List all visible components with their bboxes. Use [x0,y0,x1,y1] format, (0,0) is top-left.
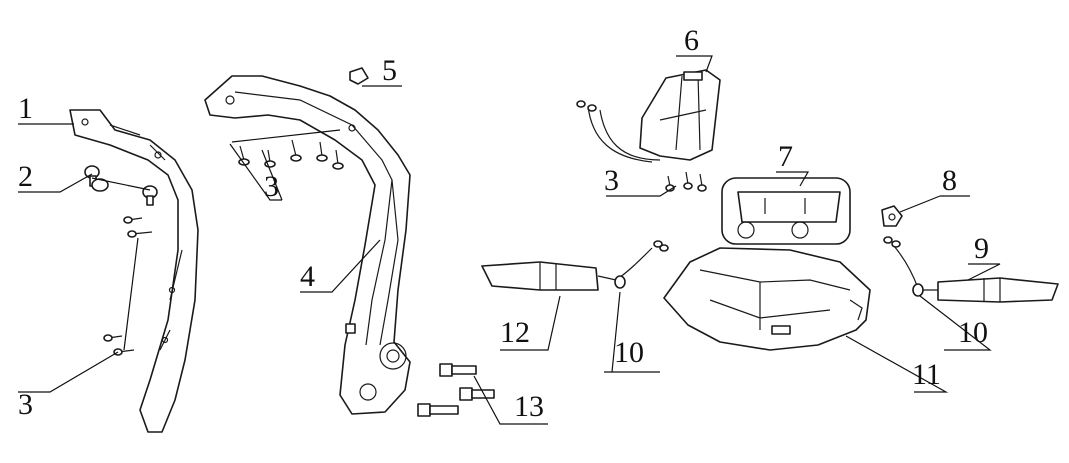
callout-10-right: 10 [958,316,988,349]
part-8-nut [881,205,903,227]
part-11-tail-housing [663,247,871,351]
part-13-screws [417,363,495,417]
leader-lines [18,55,1001,425]
part-1-bracket [69,109,199,433]
callout-5: 5 [382,54,397,87]
part-12-left-signal [481,240,669,291]
callout-2: 2 [18,160,33,193]
callout-4: 4 [300,260,315,293]
callout-12: 12 [500,316,530,349]
callout-3-right: 3 [604,164,619,197]
part-3-rivets-right [665,171,707,192]
part-9-right-signal [883,236,1059,303]
callout-3-left: 3 [18,388,33,421]
callout-7: 7 [778,140,793,173]
part-6-light-cover [576,69,721,163]
part-2-bolts [84,165,158,206]
part-7-license-light [721,177,851,245]
callout-3-middle: 3 [264,170,279,203]
part-4-subframe-arm [204,75,411,415]
callout-13: 13 [514,390,544,423]
callout-labels: 1 2 3 3 3 4 5 6 7 8 9 10 10 11 12 13 [18,24,989,423]
part-5-nut [349,67,369,85]
callout-11: 11 [912,358,941,391]
part-3-rivets-middle [238,139,344,170]
callout-10-left: 10 [614,336,644,369]
callout-1: 1 [18,92,33,125]
callout-9: 9 [974,232,989,265]
callout-8: 8 [942,164,957,197]
callout-6: 6 [684,24,699,57]
part-3-rivets-left [103,216,153,356]
